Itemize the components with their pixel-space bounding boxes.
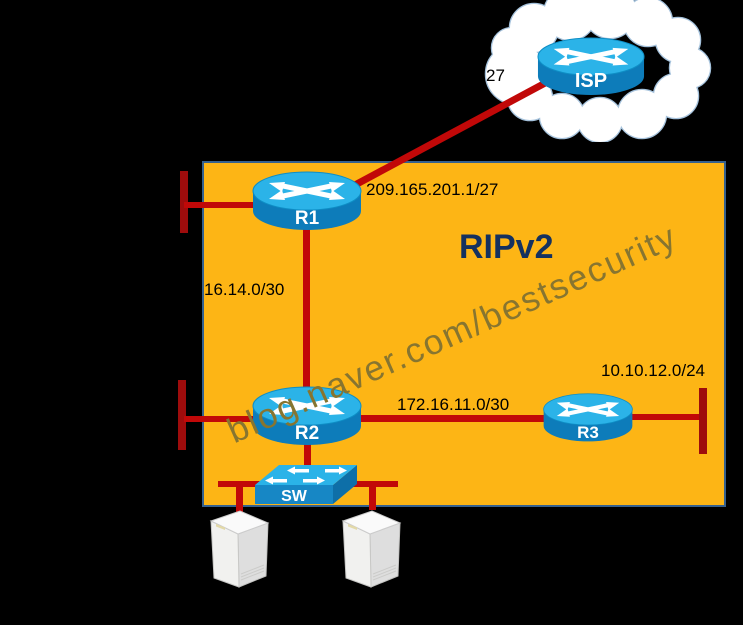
router-label: R1	[294, 208, 320, 229]
r2-lan-link	[184, 416, 256, 422]
router-icon	[543, 393, 633, 442]
ip-label-isp-fragment: 27	[486, 66, 505, 85]
router-icon	[252, 386, 362, 445]
r3-lan-terminator	[699, 388, 707, 454]
cloud-icon	[484, 0, 712, 144]
router-label: R3	[577, 423, 599, 442]
r1-lan-link	[184, 202, 256, 208]
router-r1: R1	[251, 170, 363, 233]
switch-sw: SW	[253, 457, 357, 507]
ip-label-r1-r2: 16.14.0/30	[204, 280, 285, 299]
router-icon	[537, 37, 645, 95]
pc-right	[338, 508, 404, 592]
router-icon	[252, 171, 362, 230]
router-r3: R3	[542, 392, 634, 444]
isp-cloud	[482, 0, 714, 147]
sw-right-pc-drop	[369, 481, 376, 510]
r3-lan-link	[628, 414, 704, 420]
r2-sw-link	[304, 440, 311, 470]
router-label: R2	[294, 423, 320, 444]
r2-lan-terminator	[178, 380, 186, 450]
zone-label: RIPv2	[459, 228, 554, 266]
r1-r2-link	[303, 226, 310, 402]
router-r2: R2	[251, 385, 363, 448]
pc-tower-icon	[341, 510, 402, 588]
pc-tower-icon	[209, 510, 270, 588]
switch-label: SW	[281, 488, 307, 505]
router-label: ISP	[574, 70, 608, 92]
router-isp: ISP	[536, 36, 646, 98]
r2-r3-link	[352, 415, 552, 422]
switch-icon	[255, 465, 357, 504]
ip-label-r3-lan: 10.10.12.0/24	[601, 361, 705, 380]
sw-left-pc-drop	[236, 481, 243, 512]
pc-left	[206, 508, 272, 592]
ip-label-r2-r3: 172.16.11.0/30	[397, 395, 510, 414]
ip-label-r1-wan: 209.165.201.1/27	[366, 180, 499, 199]
